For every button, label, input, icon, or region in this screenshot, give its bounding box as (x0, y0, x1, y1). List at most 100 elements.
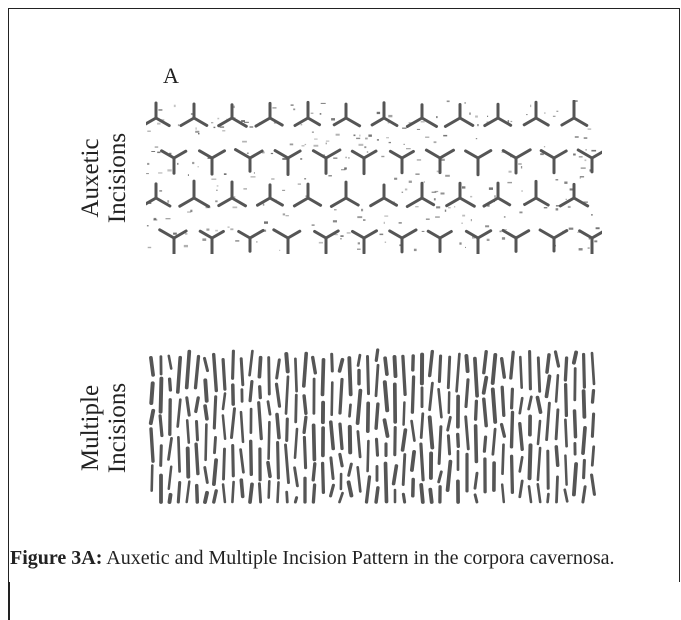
texture-speck (347, 232, 351, 233)
texture-speck (568, 206, 571, 208)
multiple-incision (241, 450, 244, 473)
multiple-incision (314, 425, 315, 459)
texture-speck (271, 178, 274, 179)
multiple-incision (295, 359, 296, 391)
multiple-incision (538, 448, 540, 480)
texture-speck (286, 215, 289, 216)
multiple-label: Multiple Incisions (77, 353, 133, 503)
multiple-incision (385, 382, 387, 410)
texture-speck (301, 124, 303, 126)
texture-speck (364, 146, 366, 148)
texture-speck (540, 153, 544, 155)
multiple-label-line2: Incisions (104, 353, 131, 503)
multiple-incision (287, 419, 288, 440)
multiple-incision (340, 424, 342, 448)
multiple-incision (502, 359, 505, 377)
texture-speck (158, 172, 162, 173)
multiple-incision (350, 405, 351, 417)
texture-speck (579, 248, 583, 250)
texture-speck (461, 223, 462, 225)
texture-speck (585, 160, 587, 162)
texture-speck (394, 178, 397, 180)
auxetic-incision (485, 104, 511, 125)
texture-speck (409, 122, 412, 123)
texture-speck (358, 242, 360, 244)
multiple-incision (592, 475, 595, 494)
multiple-incision (493, 355, 496, 383)
texture-speck (250, 126, 254, 127)
auxetic-incision (426, 150, 453, 173)
multiple-incision (584, 460, 585, 477)
multiple-incision (530, 352, 531, 389)
caption-label: Figure 3A: (10, 547, 102, 569)
texture-speck (379, 120, 381, 122)
texture-speck (222, 130, 225, 132)
multiple-incision (205, 406, 207, 419)
multiple-incision (484, 437, 485, 451)
multiple-incision (268, 402, 270, 415)
multiple-incision (268, 463, 270, 477)
texture-speck (241, 120, 245, 122)
texture-speck (589, 237, 591, 239)
multiple-incision (232, 482, 233, 502)
auxetic-incision (428, 231, 451, 251)
texture-speck (544, 112, 545, 113)
multiple-incision (304, 354, 306, 386)
texture-speck (149, 202, 151, 204)
panel-letter: A (163, 63, 179, 89)
texture-speck (282, 190, 285, 191)
texture-speck (272, 200, 277, 201)
multiple-incision (385, 358, 387, 374)
texture-speck (148, 247, 152, 248)
multiple-incision (358, 355, 360, 365)
multiple-incision (565, 456, 566, 485)
texture-speck (459, 242, 461, 244)
multiple-incision (412, 421, 415, 441)
multiple-incision (215, 438, 216, 453)
texture-speck (434, 141, 437, 143)
multiple-incision (592, 414, 593, 436)
texture-speck (211, 179, 216, 180)
texture-speck (230, 228, 233, 230)
auxetic-incision (390, 230, 416, 252)
auxetic-incision (274, 230, 300, 254)
multiple-incision (448, 462, 451, 490)
texture-speck (489, 187, 493, 190)
texture-speck (174, 105, 176, 107)
multiple-incision (170, 495, 171, 502)
multiple-incision (547, 403, 550, 439)
texture-speck (155, 147, 159, 148)
texture-speck (487, 116, 488, 117)
texture-speck (185, 233, 187, 234)
multiple-incision (178, 400, 181, 427)
multiple-incision (214, 491, 216, 502)
texture-speck (570, 188, 574, 190)
texture-speck (399, 222, 402, 223)
multiple-incision (187, 482, 190, 502)
texture-speck (333, 158, 337, 159)
multiple-incision (556, 447, 557, 465)
multiple-incision (277, 415, 279, 438)
auxetic-incision (466, 231, 490, 254)
texture-speck (233, 207, 238, 209)
texture-speck (228, 227, 230, 228)
multiple-incision (151, 411, 153, 423)
texture-speck (447, 101, 450, 103)
texture-speck (435, 217, 440, 218)
auxetic-incision (200, 231, 223, 254)
multiple-incision (259, 358, 260, 377)
texture-speck (291, 104, 294, 106)
auxetic-incision (313, 150, 340, 173)
texture-speck (356, 138, 360, 139)
texture-speck (472, 236, 475, 238)
multiple-incision (196, 357, 199, 388)
multiple-incision (286, 445, 289, 483)
multiple-incision (503, 445, 504, 474)
multiple-incision (466, 380, 468, 407)
multiple-incision (340, 454, 342, 465)
multiple-incision (557, 477, 558, 502)
auxetic-incision (181, 104, 207, 126)
texture-speck (159, 190, 162, 192)
texture-speck (290, 144, 294, 146)
multiple-incision (323, 360, 324, 395)
